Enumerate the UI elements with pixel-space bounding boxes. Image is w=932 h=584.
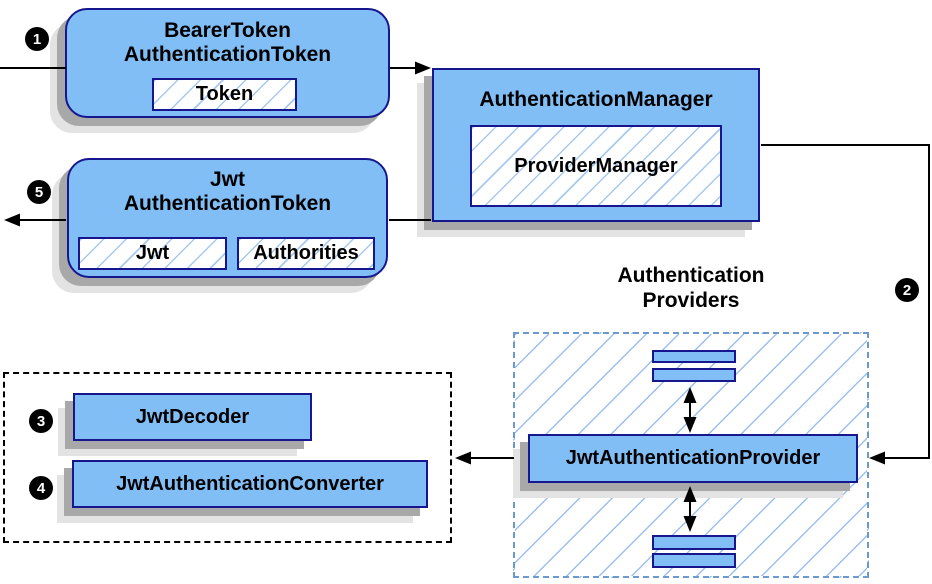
jwt-authentication-provider-node: JwtAuthenticationProvider (528, 434, 858, 483)
authentication-providers-title: Authentication Providers (617, 264, 765, 312)
authentication-manager-title: AuthenticationManager (479, 88, 713, 111)
bearer-token-authentication-token-title: BearerToken AuthenticationToken (123, 19, 332, 66)
arrowhead-left-icon (455, 451, 471, 465)
step-2-badge: 2 (895, 278, 919, 302)
provider-manager-inner-box: ProviderManager (470, 125, 722, 207)
step-1-badge: 1 (25, 27, 49, 51)
step-3-badge: 3 (29, 409, 53, 433)
arrowhead-left-icon (4, 213, 20, 227)
other-provider-rect (652, 535, 736, 550)
other-provider-rect (652, 368, 736, 382)
jwt-authentication-converter-node: JwtAuthenticationConverter (72, 460, 428, 508)
token-inner-box: Token (152, 78, 297, 111)
jwt-inner-box: Jwt (78, 237, 227, 270)
other-provider-rect (652, 553, 736, 568)
arrowhead-left-icon (869, 451, 885, 465)
bearer-token-authentication-token-node: BearerToken AuthenticationToken Token (65, 8, 390, 118)
jwt-authentication-token-title: Jwt AuthenticationToken (123, 168, 332, 215)
authorities-inner-box: Authorities (237, 237, 375, 270)
authentication-manager-node: AuthenticationManager ProviderManager (432, 68, 760, 222)
other-provider-rect (652, 350, 736, 363)
jwt-authentication-token-node: Jwt AuthenticationToken Jwt Authorities (67, 158, 388, 278)
step-4-badge: 4 (29, 476, 53, 500)
arrowhead-right-icon (415, 61, 431, 75)
step-5-badge: 5 (27, 180, 51, 204)
jwt-decoder-node: JwtDecoder (73, 393, 312, 441)
